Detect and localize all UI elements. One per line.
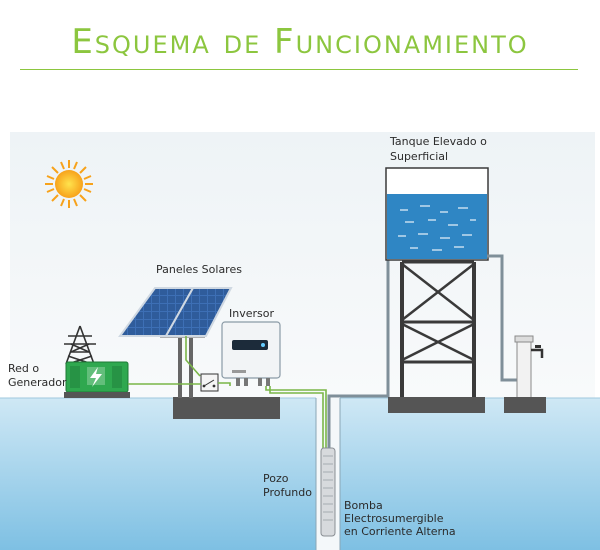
elevated-tank bbox=[385, 167, 489, 261]
generator bbox=[64, 361, 130, 398]
sky-background bbox=[10, 132, 595, 400]
tower-base bbox=[388, 397, 485, 413]
ground bbox=[0, 398, 316, 550]
lightning-icon bbox=[90, 367, 102, 387]
outlet-pipe bbox=[487, 254, 518, 382]
electric-cables bbox=[128, 336, 327, 475]
label-solar-panels: Paneles Solares bbox=[156, 263, 242, 276]
solar-panels bbox=[118, 287, 233, 337]
tank-tower bbox=[400, 260, 476, 398]
label-inverter: Inversor bbox=[229, 307, 274, 320]
switch-box bbox=[200, 373, 219, 392]
faucet-icon bbox=[531, 345, 544, 358]
panel-base bbox=[173, 397, 280, 419]
title-underline bbox=[20, 69, 578, 70]
faucet-post bbox=[504, 335, 546, 413]
sun-icon bbox=[45, 160, 93, 208]
ground bbox=[340, 398, 600, 550]
page-title: Esquema de Funcionamiento bbox=[71, 22, 529, 62]
submersible-pump bbox=[320, 447, 336, 537]
inverter bbox=[221, 321, 281, 386]
